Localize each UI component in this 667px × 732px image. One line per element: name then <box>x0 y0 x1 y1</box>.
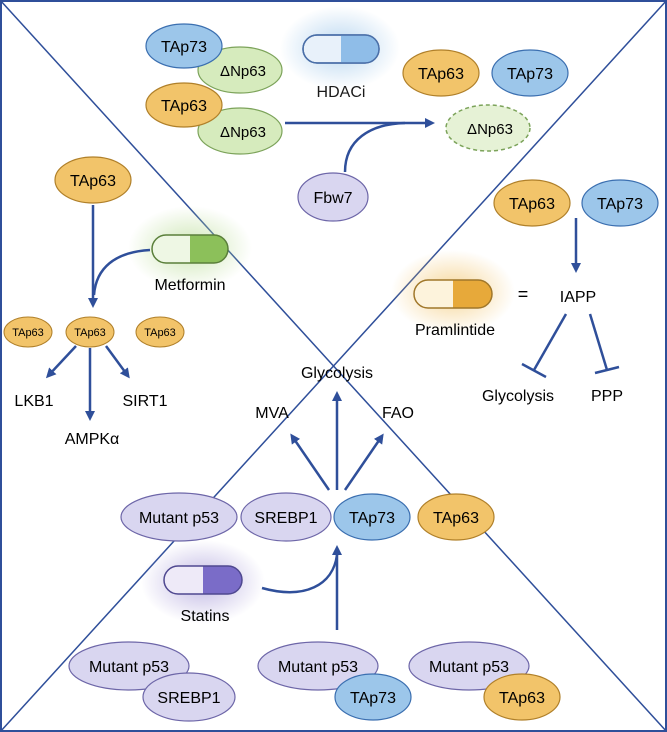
srebp1-label: SREBP1 <box>254 510 317 527</box>
mutant-p53-label: Mutant p53 <box>89 659 169 676</box>
dnp63-label: ΔNp63 <box>220 124 266 141</box>
statins-pill-icon <box>163 565 243 595</box>
tap73-label: TAp73 <box>350 690 396 707</box>
tap63-node <box>493 179 571 227</box>
mutant-p53-node <box>120 492 238 542</box>
dnp63-node <box>197 46 283 94</box>
left-quadrant: TAp63 Metformin TAp63 TAp63 TAp63 LKB1 S… <box>3 156 252 448</box>
ppp-label: PPP <box>591 388 623 405</box>
tap73-label: TAp73 <box>507 66 553 83</box>
tap73-label: TAp73 <box>349 510 395 527</box>
bottom-quadrant: Glycolysis MVA FAO Mutant p53 SREBP1 TAp… <box>68 365 561 722</box>
srebp1-label: SREBP1 <box>157 690 220 707</box>
hdaci-pill-icon <box>302 34 380 64</box>
arrow-to-fao <box>343 433 384 491</box>
tap63-label: TAp63 <box>509 196 555 213</box>
tap73-node <box>334 673 412 721</box>
tap63-label: TAp63 <box>70 173 116 190</box>
mutant-p53-node <box>257 641 379 691</box>
tap73-node <box>145 23 223 69</box>
arrow-to-mva <box>290 433 331 491</box>
fbw7-arrow <box>343 121 406 173</box>
lkb1-label: LKB1 <box>14 393 53 410</box>
tap73-node <box>491 49 569 97</box>
hdaci-label: HDACi <box>317 84 366 101</box>
statins-arrow <box>261 554 339 594</box>
metformin-arrow <box>92 248 151 296</box>
tap63-small-label: TAp63 <box>12 327 44 339</box>
mutant-p53-node <box>408 641 530 691</box>
tap63-label: TAp63 <box>499 690 545 707</box>
iapp-label: IAPP <box>560 289 596 306</box>
equals-sign: = <box>518 284 529 304</box>
tap73-node <box>581 179 659 227</box>
fbw7-label: Fbw7 <box>313 190 352 207</box>
pramlintide-pill-icon <box>413 279 493 309</box>
sirt1-label: SIRT1 <box>122 393 167 410</box>
tap63-node <box>483 673 561 721</box>
dnp63-degraded-node <box>445 104 531 152</box>
right-quadrant: TAp63 TAp73 Pramlintide = IAPP Glycolysi… <box>391 179 659 405</box>
srebp1-node <box>240 492 332 542</box>
arrow-to-sirt1 <box>104 345 130 379</box>
tap73-label: TAp73 <box>161 39 207 56</box>
metformin-pill-icon <box>151 234 229 264</box>
tap73-label: TAp73 <box>597 196 643 213</box>
dnp63-node <box>197 107 283 155</box>
tap63-small-node <box>3 316 53 348</box>
mutant-p53-node <box>68 641 190 691</box>
srebp1-node <box>142 672 236 722</box>
mva-label: MVA <box>255 405 289 422</box>
tap63-label: TAp63 <box>418 66 464 83</box>
tap63-label: TAp63 <box>433 510 479 527</box>
arrow-to-lkb1 <box>45 345 77 379</box>
tap63-node <box>145 82 223 128</box>
metformin-label: Metformin <box>154 277 225 294</box>
tap63-small-label: TAp63 <box>144 327 176 339</box>
tap63-small-node <box>135 316 185 348</box>
tap63-small-label: TAp63 <box>74 327 106 339</box>
tap63-node <box>402 49 480 97</box>
ampk-label: AMPKα <box>65 431 120 448</box>
tap63-label: TAp63 <box>161 98 207 115</box>
tap73-node <box>333 493 411 541</box>
iapp-inhibits-ppp <box>588 313 609 371</box>
inhibition-bar <box>594 365 620 375</box>
fbw7-node <box>297 172 369 222</box>
tap63-small-node <box>65 316 115 348</box>
mutant-p53-label: Mutant p53 <box>139 510 219 527</box>
tap63-node <box>54 156 132 204</box>
dnp63-label: ΔNp63 <box>467 121 513 138</box>
mutant-p53-label: Mutant p53 <box>278 659 358 676</box>
glycolysis-label: Glycolysis <box>482 388 554 405</box>
fao-label: FAO <box>382 405 414 422</box>
inhibition-bar <box>521 362 547 379</box>
statins-label: Statins <box>181 608 230 625</box>
tap63-node <box>417 493 495 541</box>
iapp-inhibits-glycolysis <box>532 313 568 371</box>
glycolysis-label: Glycolysis <box>301 365 373 382</box>
mutant-p53-label: Mutant p53 <box>429 659 509 676</box>
dnp63-label: ΔNp63 <box>220 63 266 80</box>
top-quadrant: HDACi ΔNp63 TAp73 ΔNp63 TAp63 Fbw7 TAp63… <box>145 6 569 222</box>
pramlintide-label: Pramlintide <box>415 322 495 339</box>
